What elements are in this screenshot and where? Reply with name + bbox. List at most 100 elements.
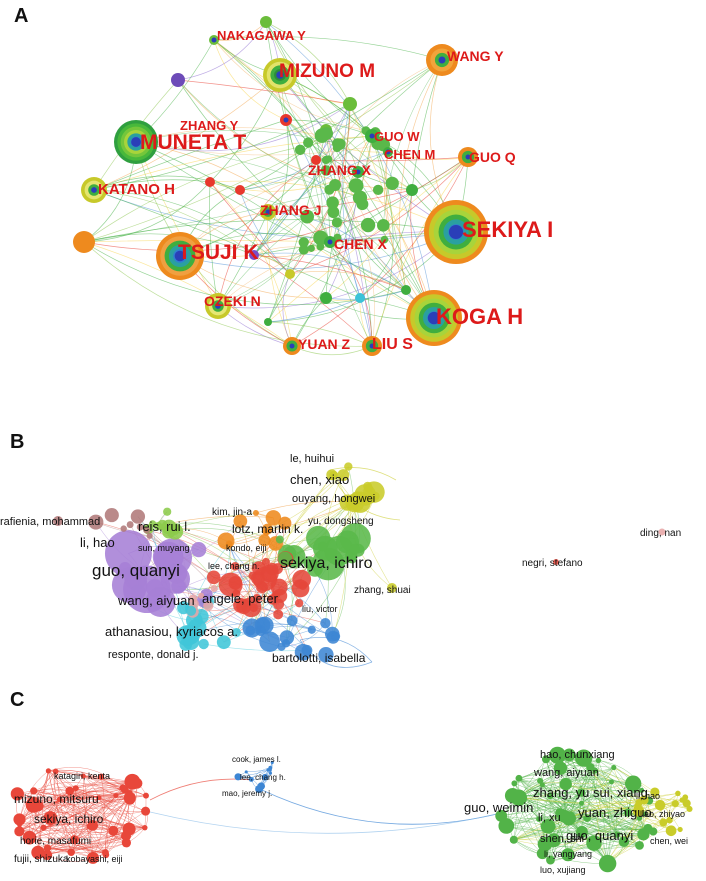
panel-a-link-105	[209, 181, 219, 307]
panel-b-node-147	[252, 509, 259, 516]
panel-a-node-zhang-x	[352, 166, 364, 178]
panel-c-node-97	[635, 840, 644, 850]
panel-b-node-134	[248, 571, 257, 580]
panel-a-link-144	[289, 103, 351, 275]
panel-c-link-90	[59, 799, 145, 828]
panel-c-link-189	[59, 799, 114, 831]
panel-a-extra-node-10	[355, 293, 365, 303]
panel-c-node-35	[10, 787, 24, 801]
panel-a-node-core-katano-h	[91, 187, 97, 193]
panel-c-link-533	[565, 783, 683, 801]
panel-a-node-chen-m	[383, 147, 393, 157]
panel-c-node-90	[536, 847, 549, 860]
panel-b-node-97	[198, 638, 209, 650]
panel-a-link-73	[93, 175, 241, 191]
panel-a-link-140	[253, 254, 407, 291]
panel-a-cluster-node-15	[332, 143, 342, 153]
panel-a-link-58	[83, 156, 469, 252]
panel-c-node-75	[540, 819, 556, 834]
panel-c-node-81	[636, 815, 643, 821]
panel-b-label-sun-muyang: sun, muyang	[138, 543, 190, 553]
panel-a-cluster-node-14	[331, 217, 343, 228]
panel-c-node-102	[537, 777, 544, 784]
panel-b-node-82	[337, 469, 350, 482]
panel-c-link-481	[559, 770, 596, 813]
panel-a-link-129	[177, 79, 351, 105]
panel-a-link-143	[325, 129, 407, 291]
panel-c-node-101	[614, 831, 621, 838]
panel-b-node-141	[126, 521, 134, 529]
panel-b-node-69	[278, 516, 292, 530]
panel-c-label-li-hao: li, hao	[636, 791, 660, 801]
panel-c-link-225	[33, 782, 117, 796]
panel-a-cluster-node-0	[380, 235, 389, 244]
panel-c-link-547	[513, 805, 638, 846]
panel-c-label-chen-wei: chen, wei	[650, 836, 688, 846]
panel-a-label-guo-q: GUO Q	[469, 149, 516, 165]
panel-a-link-134	[209, 181, 291, 275]
panel-c-link-359	[598, 760, 650, 801]
panel-a-link-57	[371, 156, 469, 347]
panel-c-node-84	[511, 780, 518, 787]
panel-a-link-118	[282, 273, 293, 347]
panel-c-link-97	[70, 775, 87, 853]
panel-c-link-208	[48, 770, 146, 812]
panel-a-link-75	[93, 103, 351, 191]
panel-b-node-80	[258, 534, 271, 547]
panel-c-link-513	[607, 800, 650, 862]
panel-a-hub-link-14	[209, 181, 338, 223]
panel-c-node-15	[40, 824, 47, 831]
panel-a-extra-node-3	[205, 177, 215, 187]
panel-a-link-25	[93, 119, 287, 191]
panel-a-cluster-node-33	[294, 144, 306, 156]
panel-b-node-91	[286, 615, 298, 627]
panel-c-node-89	[546, 855, 555, 865]
panel-b-label-liu-victor: liu, victor	[302, 604, 338, 614]
panel-b-label-ouyang-hongwei: ouyang, hongwei	[292, 493, 375, 505]
panel-b-node-112	[329, 470, 339, 480]
panel-a-hub-link-23	[135, 141, 330, 190]
panel-c-node-22	[113, 793, 119, 799]
panel-a-cluster-node-24	[298, 237, 309, 248]
panel-c-node-78	[562, 748, 576, 762]
panel-a-node-core-zhang-j	[265, 209, 271, 215]
panel-a-link-77	[93, 189, 361, 299]
panel-c-node-105	[577, 788, 586, 797]
panel-a-node-core-zhang-x	[355, 169, 361, 175]
panel-a-cluster-node-9	[327, 206, 340, 219]
panel-b-node-16	[124, 566, 148, 590]
panel-a-link-137	[239, 159, 317, 191]
panel-b-node-62	[251, 561, 267, 576]
panel-a-cluster-node-23	[324, 184, 335, 195]
panel-c-node-10	[22, 830, 37, 845]
panel-a-link-106	[217, 159, 317, 307]
panel-c-link-552	[513, 802, 640, 840]
panel-a-cluster-node-10	[303, 137, 314, 148]
panel-c-node-123	[665, 825, 677, 837]
panel-a-node-core-tsuji-k	[174, 250, 186, 262]
panel-b-node-128	[252, 594, 262, 603]
panel-c-label-guo-weimin: guo, weimin	[464, 800, 533, 815]
panel-a-link-65	[209, 171, 359, 192]
panel-c-node-72	[595, 757, 602, 764]
panel-b-node-65	[233, 514, 248, 529]
panel-c-node-58	[509, 835, 518, 844]
panel-c-node-38	[87, 820, 99, 831]
panel-a-label-chen-x: CHEN X	[334, 236, 388, 252]
panel-c-node-52	[257, 782, 266, 790]
panel-a-link-56	[291, 156, 469, 347]
panel-a-link-116	[83, 241, 293, 347]
panel-a-cluster-node-13	[320, 165, 332, 176]
panel-c-node-119	[654, 799, 666, 811]
panel-b-node-1	[104, 530, 152, 577]
panel-c-node-108	[666, 816, 673, 824]
panel-b-node-77	[118, 562, 132, 575]
panel-c-link-347	[518, 778, 546, 845]
panel-a-node-core-nakagawa-y	[211, 37, 217, 43]
panel-c-label-mao-jeremy-j: mao, jeremy j.	[222, 789, 272, 798]
panel-c-label-hao-chunxiang: hao, chunxiang	[540, 749, 615, 761]
panel-c-node-117	[677, 826, 683, 833]
panel-b-node-46	[191, 541, 207, 558]
